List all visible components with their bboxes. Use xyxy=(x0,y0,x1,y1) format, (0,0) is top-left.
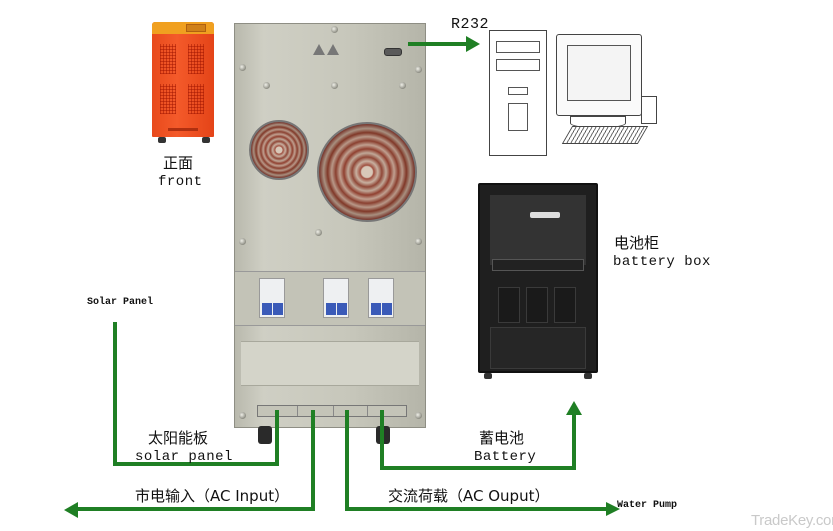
battery-line-bottom xyxy=(380,466,576,470)
arrow-up-icon xyxy=(566,401,582,415)
watermark: TradeKey.com xyxy=(751,512,833,529)
battery-label-cn: 蓄电池 xyxy=(479,429,525,447)
terminal-battery xyxy=(368,406,408,416)
battery-cabinet xyxy=(478,183,598,373)
rack-upper-bay xyxy=(490,195,586,265)
screw xyxy=(239,412,246,419)
battery-unit xyxy=(554,287,576,323)
vent-grille xyxy=(160,44,176,74)
warning-triangle-icon xyxy=(313,44,325,55)
rs232-line xyxy=(408,42,470,46)
battery-box-label-cn: 电池柜 xyxy=(614,234,660,252)
breaker-panel xyxy=(235,271,425,326)
rack-lower-panel xyxy=(490,327,586,369)
screw xyxy=(239,238,246,245)
keyboard xyxy=(561,126,649,144)
front-unit-image xyxy=(152,22,214,137)
ac-output-line-vertical xyxy=(345,410,349,510)
screw xyxy=(239,64,246,71)
solar-breaker xyxy=(259,278,285,318)
solar-panel-label-cn: 太阳能板 xyxy=(148,429,209,447)
solar-line-left xyxy=(113,322,117,466)
cooling-fan-small xyxy=(249,120,309,180)
solar-line-right xyxy=(275,410,279,466)
cover-plate xyxy=(241,341,419,386)
terminal-strip xyxy=(257,405,407,417)
front-unit-display xyxy=(186,24,206,32)
battery-box-label-en: battery box xyxy=(613,254,711,270)
battery-unit xyxy=(498,287,520,323)
battery-line-left xyxy=(380,410,384,470)
arrow-right-icon xyxy=(606,502,620,516)
rack-unit xyxy=(492,259,584,271)
ac-input-breaker xyxy=(323,278,349,318)
screw xyxy=(415,412,422,419)
wheel xyxy=(484,373,492,379)
front-label-cn: 正面 xyxy=(163,154,194,172)
rs232-label: R232 xyxy=(451,16,490,33)
terminal-input xyxy=(298,406,334,416)
wheel xyxy=(584,373,592,379)
front-label-en: front xyxy=(158,174,203,190)
wheel xyxy=(258,426,272,444)
screw xyxy=(399,82,406,89)
solar-panel-top-label: Solar Panel xyxy=(87,297,154,308)
vent-grille xyxy=(188,84,204,114)
screw xyxy=(315,229,322,236)
inverter-cabinet xyxy=(234,23,426,428)
wheel xyxy=(158,137,166,143)
warning-triangle-icon xyxy=(327,44,339,55)
battery-unit xyxy=(526,287,548,323)
screw xyxy=(331,82,338,89)
arrow-right-icon xyxy=(466,36,480,52)
battery-breaker xyxy=(368,278,394,318)
arrow-left-icon xyxy=(64,502,78,518)
solar-line-bottom xyxy=(113,462,279,466)
water-pump-label: Water Pump xyxy=(617,500,678,511)
terminal-solar xyxy=(258,406,298,416)
pc-tower xyxy=(489,30,547,156)
ac-output-line-horizontal xyxy=(345,507,609,511)
battery-label-en: Battery xyxy=(474,449,537,465)
screw xyxy=(263,82,270,89)
ac-input-line-horizontal xyxy=(76,507,315,511)
battery-line-right xyxy=(572,412,576,470)
vent-grille xyxy=(188,44,204,74)
pc-monitor xyxy=(556,34,642,116)
terminal-output xyxy=(334,406,368,416)
wheel xyxy=(202,137,210,143)
ac-output-label: 交流荷载（AC Ouput） xyxy=(388,487,550,505)
vent-grille xyxy=(160,84,176,114)
cooling-fan-large xyxy=(317,122,417,222)
speaker xyxy=(641,96,657,124)
screw xyxy=(331,26,338,33)
screw xyxy=(415,238,422,245)
solar-panel-label-en: solar panel xyxy=(135,449,233,465)
screw xyxy=(415,66,422,73)
ac-input-line-vertical xyxy=(311,410,315,510)
front-nameplate xyxy=(168,128,198,131)
rs232-port xyxy=(384,48,402,56)
ac-input-label: 市电输入（AC Input） xyxy=(135,487,290,505)
